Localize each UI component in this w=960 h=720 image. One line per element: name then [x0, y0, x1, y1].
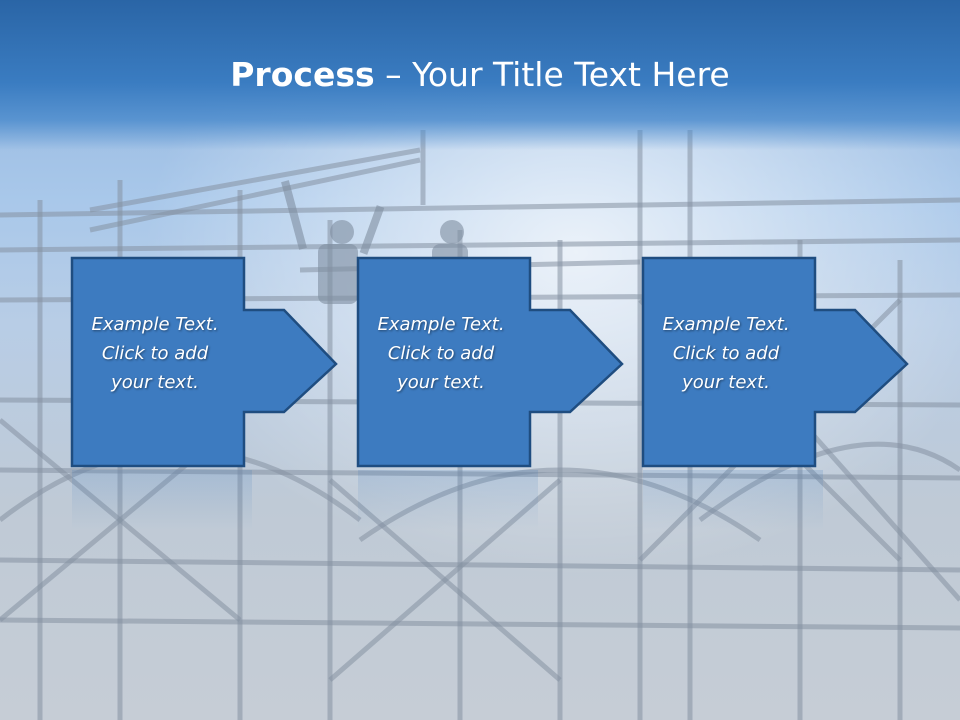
slide-title[interactable]: Process – Your Title Text Here	[0, 52, 960, 98]
step-text[interactable]: Example Text. Click to add your text.	[377, 314, 505, 393]
process-step-1[interactable]: Example Text. Click to add your text.	[70, 256, 340, 468]
title-bold-part: Process	[230, 55, 375, 94]
step-reflection	[643, 470, 823, 530]
step-reflection	[358, 470, 538, 530]
process-step-3[interactable]: Example Text. Click to add your text.	[641, 256, 911, 468]
step-arrow-shape	[70, 256, 338, 468]
step-arrow-shape	[356, 256, 624, 468]
step-text[interactable]: Example Text. Click to add your text.	[662, 314, 790, 393]
process-step-2[interactable]: Example Text. Click to add your text.	[356, 256, 626, 468]
title-rest-part: – Your Title Text Here	[374, 55, 730, 94]
step-arrow-shape	[641, 256, 909, 468]
title-bar: Process – Your Title Text Here	[0, 0, 960, 150]
step-reflection	[72, 470, 252, 530]
step-text[interactable]: Example Text. Click to add your text.	[91, 314, 219, 393]
